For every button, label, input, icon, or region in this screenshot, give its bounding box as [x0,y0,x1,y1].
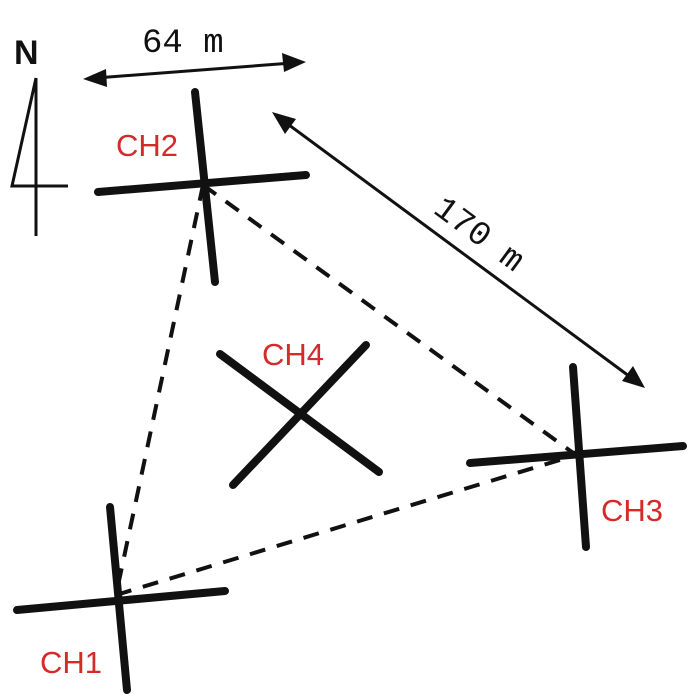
station-label-ch2: CH2 [116,128,178,163]
link-ch1-ch3 [115,453,577,597]
distance-label-64m: 64 m [142,25,224,63]
dimension-arrow-170m [272,112,645,388]
north-arrow-icon [10,77,68,236]
north-label: N [14,34,39,72]
link-ch2-ch1 [114,184,205,596]
station-ch3-cross [466,363,687,551]
station-ch4-cross [216,341,383,489]
link-ch2-ch3 [201,183,578,457]
station-label-ch4: CH4 [262,337,324,372]
station-ch2-cross [94,88,310,286]
station-label-ch3: CH3 [601,493,663,528]
station-label-ch1: CH1 [40,645,102,680]
station-ch1-cross [13,503,229,694]
dimension-arrow-64m [83,53,306,87]
